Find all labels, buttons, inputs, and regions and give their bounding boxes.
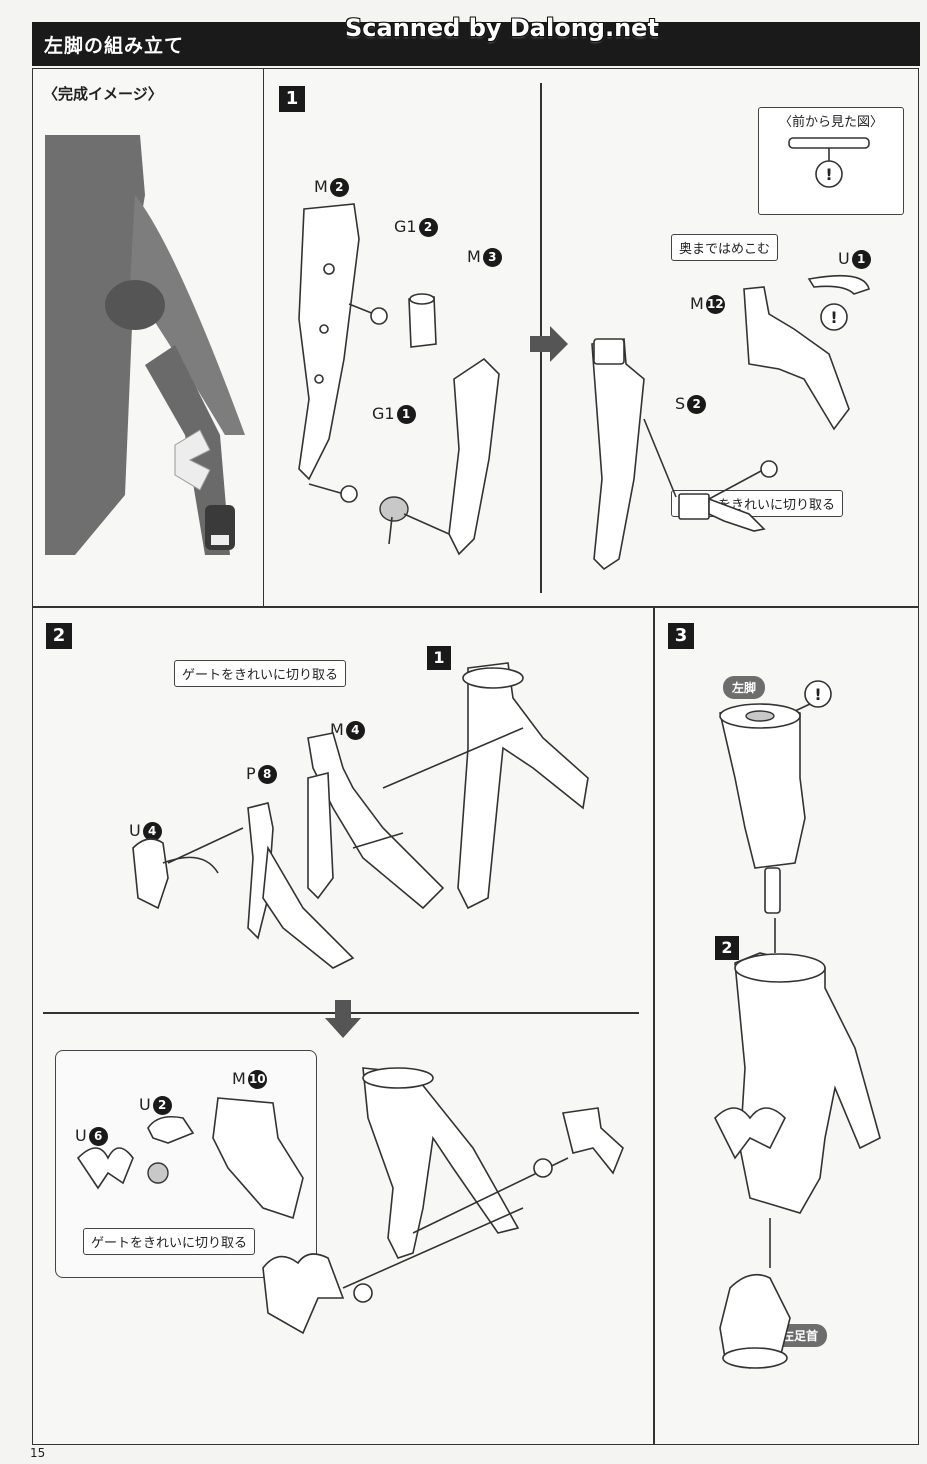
preview-panel: 〈完成イメージ〉 — [32, 68, 264, 607]
label-left-leg: 左脚 — [723, 676, 766, 699]
svg-text:!: ! — [830, 308, 837, 327]
preview-photo — [45, 135, 245, 555]
section-header: 左脚の組み立て — [32, 22, 920, 66]
scan-watermark: Scanned by Dalong.net — [345, 14, 659, 42]
step2-ref-step1: 1 — [427, 646, 451, 670]
step3-panel: 3 左脚 2 左足首 ! — [654, 607, 919, 1445]
step2-bottom-illustration — [76, 1067, 624, 1335]
step3-number: 3 — [668, 623, 694, 649]
svg-text:!: ! — [814, 685, 821, 704]
callout-gate-step2-top: ゲートをきれいに切り取る — [174, 660, 347, 687]
section-title: 左脚の組み立て — [44, 35, 185, 57]
step-arrow — [530, 326, 568, 362]
callout-front-view: 〈前から見た図〉 ! — [758, 107, 904, 215]
callout-push-in: 奥まではめこむ — [671, 234, 779, 261]
callout-gate-step2-bottom: ゲートをきれいに切り取る — [83, 1228, 256, 1255]
step2-down-arrow — [325, 1000, 361, 1038]
preview-title: 〈完成イメージ〉 — [43, 85, 163, 103]
callout-front-view-label: 〈前から見た図〉 — [778, 115, 883, 130]
step1-left-illustration — [298, 203, 500, 556]
step1-number: 1 — [279, 86, 305, 112]
step2-number: 2 — [46, 623, 72, 649]
page-number: 15 — [30, 1446, 46, 1460]
front-view-diagram: ! — [788, 137, 870, 188]
svg-text:!: ! — [825, 165, 832, 184]
step2-top-illustration — [132, 662, 589, 969]
step3-illustration: ! — [714, 680, 881, 1369]
step3-ref-step2: 2 — [715, 936, 739, 960]
step1-right-illustration: ! — [591, 274, 870, 571]
